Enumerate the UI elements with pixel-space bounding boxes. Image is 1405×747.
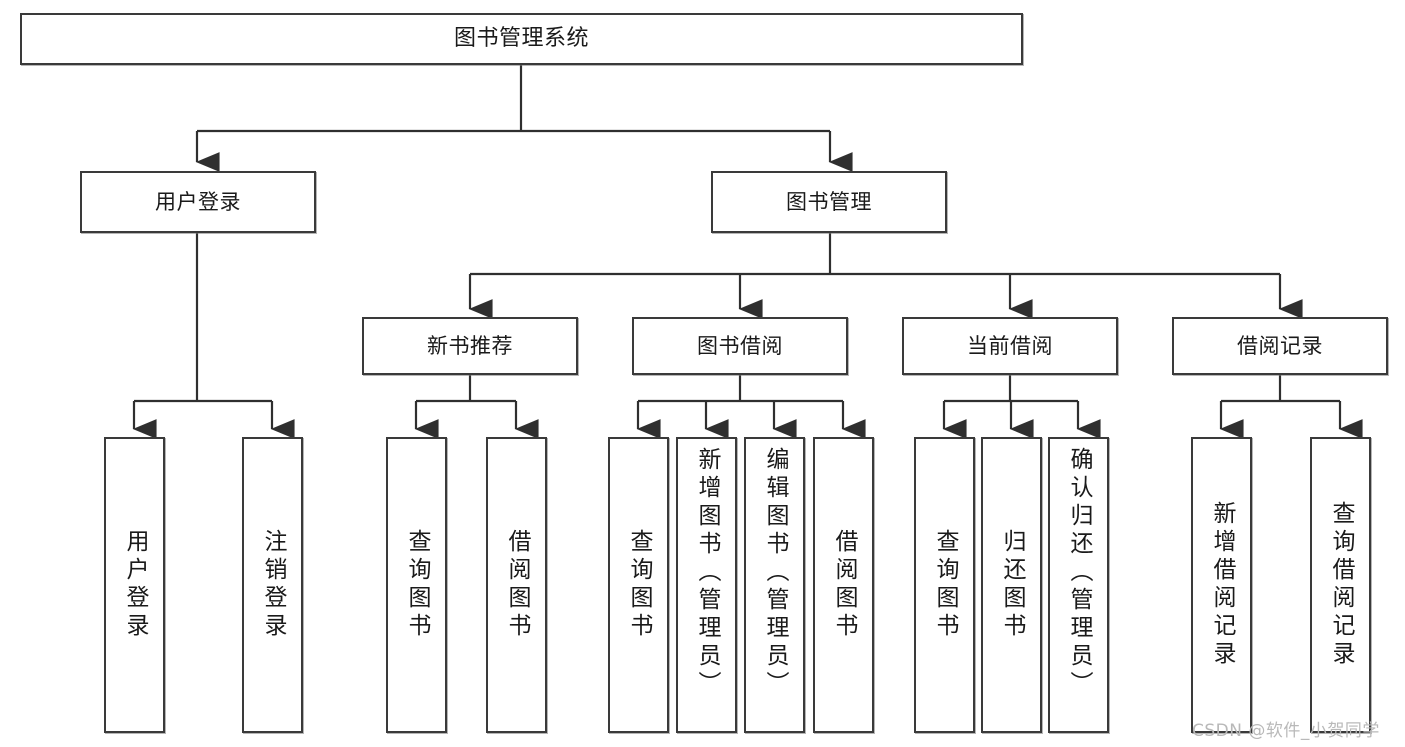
node-root-label: 图书管理系统 (453, 26, 589, 52)
node-leaf-query-record[interactable]: 查询借阅记录 (1310, 437, 1371, 733)
node-leaf-borrow-book-1[interactable]: 借阅图书 (486, 437, 547, 733)
csdn-watermark: CSDN @软件_小贺同学 (1192, 716, 1380, 741)
node-leaf-query-book-1-label: 查询图书 (404, 529, 430, 641)
node-leaf-return-book[interactable]: 归还图书 (981, 437, 1042, 733)
node-current-borrow[interactable]: 当前借阅 (902, 317, 1118, 375)
node-new-book-recommend[interactable]: 新书推荐 (362, 317, 578, 375)
node-leaf-return-book-label: 归还图书 (999, 529, 1025, 641)
node-borrow-record[interactable]: 借阅记录 (1172, 317, 1388, 375)
node-leaf-borrow-book-2-label: 借阅图书 (831, 529, 857, 641)
node-leaf-confirm-return-label: 确认归还（管理员） (1066, 447, 1092, 699)
node-new-book-recommend-label: 新书推荐 (427, 333, 513, 358)
node-book-borrow[interactable]: 图书借阅 (632, 317, 848, 375)
node-leaf-confirm-return[interactable]: 确认归还（管理员） (1048, 437, 1109, 733)
node-leaf-query-book-3-label: 查询图书 (932, 529, 958, 641)
node-book-management-label: 图书管理 (786, 189, 872, 214)
node-leaf-edit-book-label: 编辑图书（管理员） (762, 447, 788, 699)
node-user-login[interactable]: 用户登录 (80, 171, 316, 233)
node-leaf-query-record-label: 查询借阅记录 (1328, 501, 1354, 669)
node-leaf-query-book-2-label: 查询图书 (626, 529, 652, 641)
node-current-borrow-label: 当前借阅 (967, 333, 1053, 358)
node-book-borrow-label: 图书借阅 (697, 333, 783, 358)
node-leaf-add-book-label: 新增图书（管理员） (694, 447, 720, 699)
csdn-watermark-text: CSDN @软件_小贺同学 (1192, 721, 1380, 741)
node-leaf-query-book-2[interactable]: 查询图书 (608, 437, 669, 733)
node-leaf-user-login-label: 用户登录 (122, 529, 148, 641)
node-root-book-management-system[interactable]: 图书管理系统 (20, 13, 1023, 65)
node-leaf-add-record[interactable]: 新增借阅记录 (1191, 437, 1252, 733)
node-user-login-label: 用户登录 (155, 189, 241, 214)
node-leaf-query-book-1[interactable]: 查询图书 (386, 437, 447, 733)
node-leaf-edit-book[interactable]: 编辑图书（管理员） (744, 437, 805, 733)
node-book-management[interactable]: 图书管理 (711, 171, 947, 233)
node-leaf-add-book[interactable]: 新增图书（管理员） (676, 437, 737, 733)
node-borrow-record-label: 借阅记录 (1237, 333, 1323, 358)
node-leaf-query-book-3[interactable]: 查询图书 (914, 437, 975, 733)
node-leaf-borrow-book-1-label: 借阅图书 (504, 529, 530, 641)
node-leaf-logout-login-label: 注销登录 (260, 529, 286, 641)
node-leaf-user-login[interactable]: 用户登录 (104, 437, 165, 733)
node-leaf-logout-login[interactable]: 注销登录 (242, 437, 303, 733)
node-leaf-borrow-book-2[interactable]: 借阅图书 (813, 437, 874, 733)
node-leaf-add-record-label: 新增借阅记录 (1209, 501, 1235, 669)
